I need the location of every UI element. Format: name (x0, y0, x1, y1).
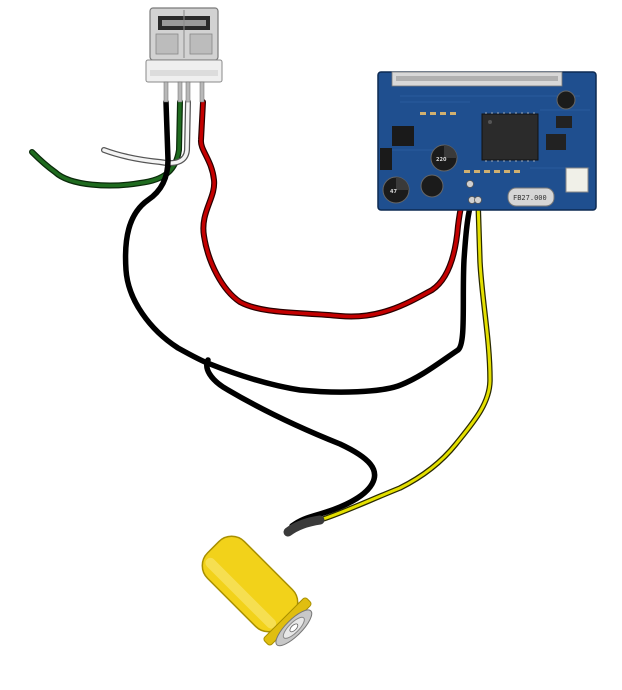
solder-pad (474, 196, 482, 204)
crystal-label: FB27.000 (513, 194, 547, 202)
cap-label-47: 47 (390, 189, 397, 195)
capacitor-47: 47 (382, 176, 410, 204)
main-chip (481, 112, 539, 162)
side-connector (565, 167, 589, 193)
capacitor (420, 174, 444, 198)
crystal-oscillator: FB27.000 (507, 187, 555, 207)
smd-passives (420, 112, 520, 173)
black-wire-rca-ground (204, 357, 378, 529)
inductor (380, 148, 392, 170)
usb-connector (145, 7, 223, 103)
wire-layer (29, 99, 493, 529)
inductor (392, 126, 414, 146)
cap-label-220: 220 (436, 157, 447, 163)
black-wire (122, 99, 475, 395)
solder-pad (466, 180, 474, 188)
driver-board: 220 47 FB27.000 (377, 71, 597, 211)
rca-plug (201, 515, 325, 647)
small-chip (546, 134, 566, 150)
capacitor-220: 220 (430, 144, 458, 172)
small-chip (556, 116, 572, 128)
capacitor (556, 90, 576, 110)
